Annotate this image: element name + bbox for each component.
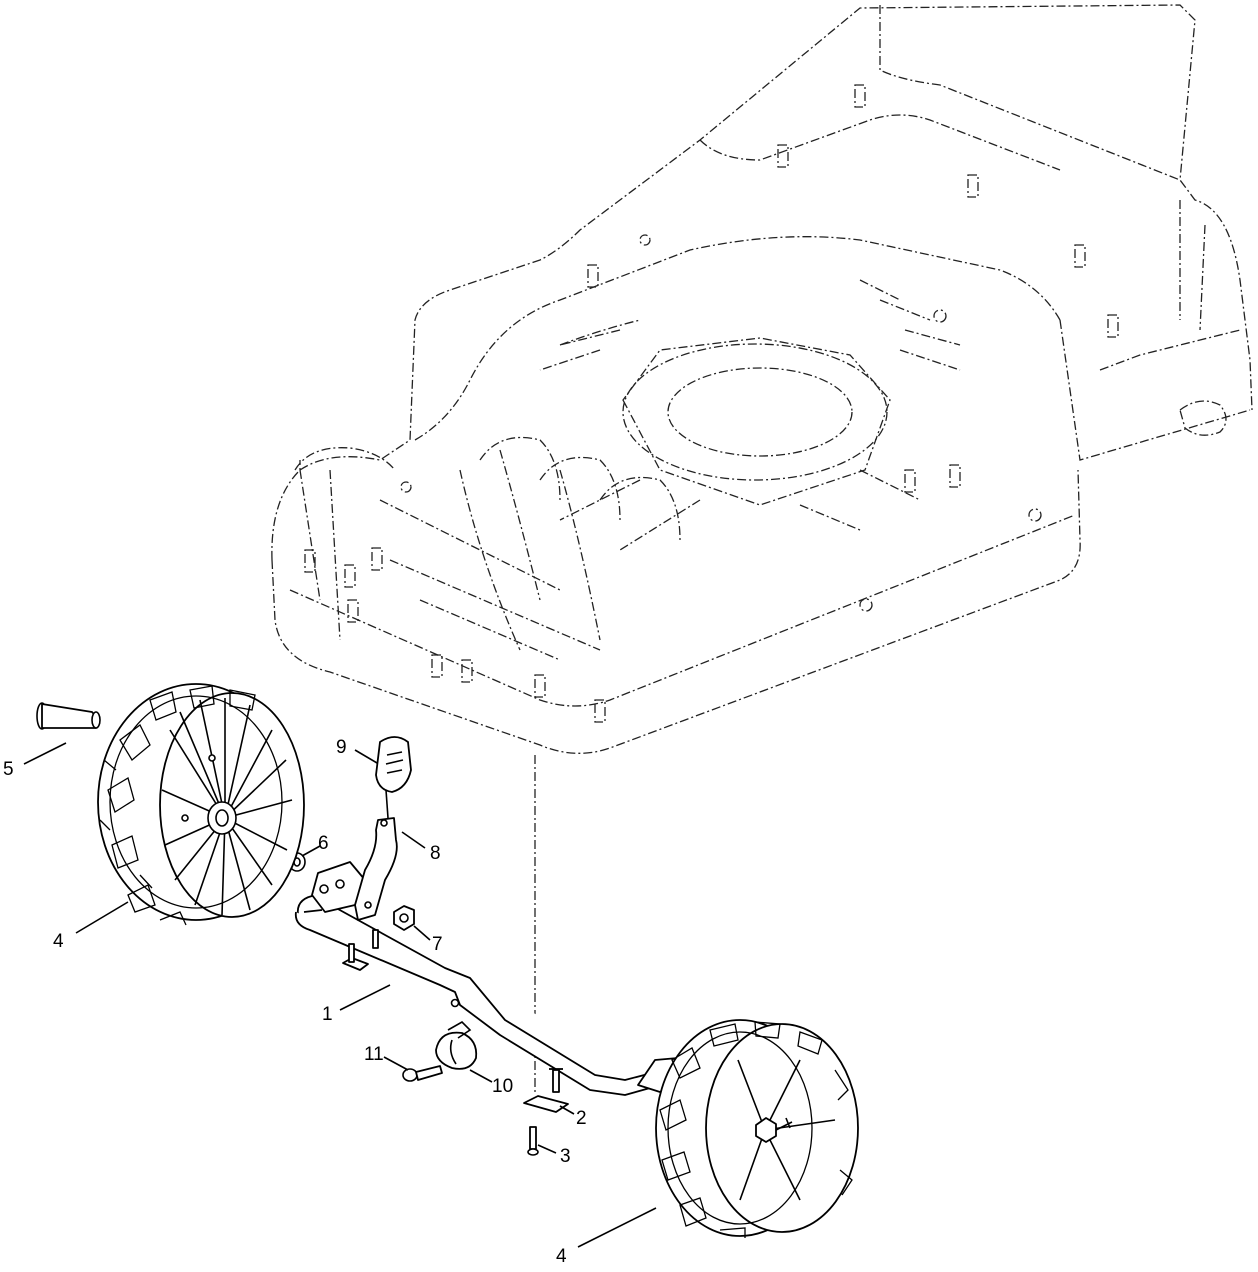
- bushing-part-10: [435, 1021, 478, 1070]
- clip-part-2: [523, 1068, 569, 1113]
- callout-8: 8: [430, 843, 441, 864]
- axle-clips: [342, 929, 379, 971]
- callout-6: 6: [318, 833, 329, 854]
- axle-part-1: [294, 861, 685, 1096]
- lever-part-8: [354, 789, 398, 921]
- wheel-left-part-4: [97, 683, 305, 926]
- wheel-right-part-4: [655, 1019, 859, 1238]
- nut-part-7: [393, 905, 415, 931]
- callout-4-left-wheel: 4: [53, 931, 64, 952]
- axle-pin-part-5: [36, 702, 101, 730]
- callout-labels: 1 2 3 4 4 5 6 7 8 9 10 11: [3, 737, 587, 1267]
- callout-10: 10: [492, 1076, 513, 1097]
- callout-5: 5: [3, 759, 14, 780]
- mower-deck-phantom: [271, 4, 1253, 1095]
- callout-1: 1: [322, 1004, 333, 1025]
- knob-part-9: [375, 736, 412, 793]
- leader-lines: [23, 742, 657, 1248]
- callout-7: 7: [432, 934, 443, 955]
- callout-2: 2: [576, 1108, 587, 1129]
- callout-4-right-wheel: 4: [556, 1246, 567, 1267]
- callout-9: 9: [336, 737, 347, 758]
- callout-11: 11: [364, 1044, 384, 1065]
- screw-part-3: [527, 1126, 539, 1156]
- bolt-part-11: [402, 1065, 443, 1082]
- callout-3: 3: [560, 1146, 571, 1167]
